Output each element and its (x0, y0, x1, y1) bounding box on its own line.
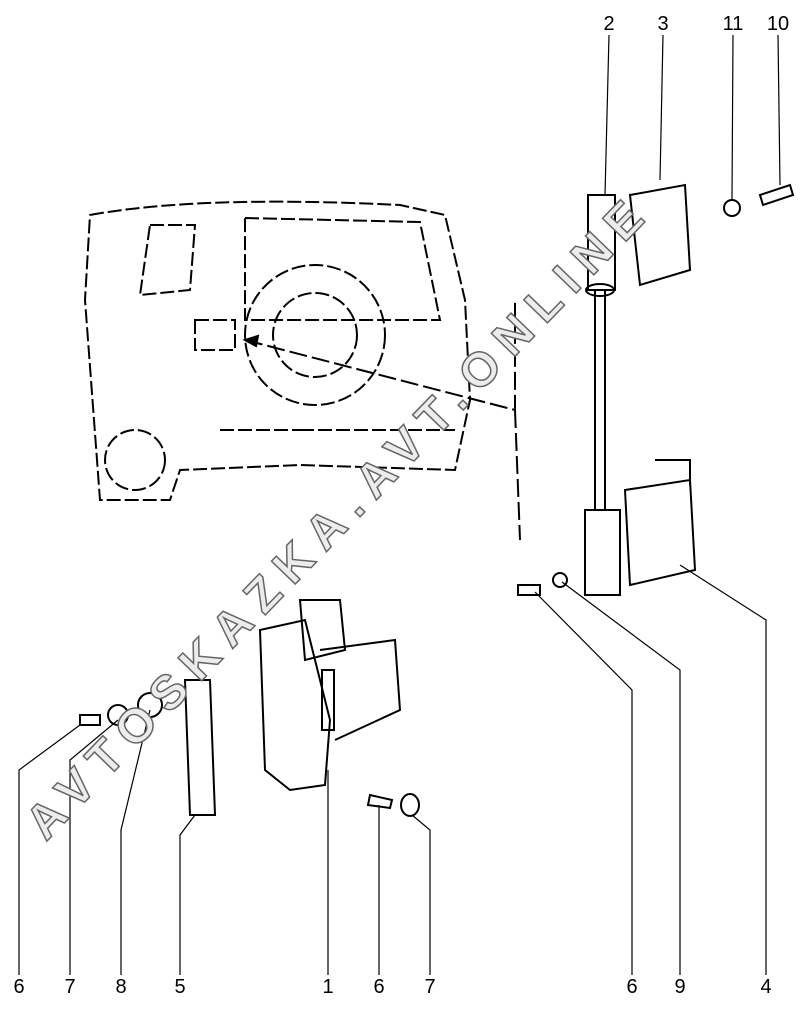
door-hinge-assembly (584, 183, 697, 596)
callout-4: 4 (760, 976, 772, 998)
callout-9: 9 (674, 976, 686, 998)
hinge-1 (258, 599, 402, 792)
callout-8: 8 (115, 976, 127, 998)
callout-3: 3 (657, 13, 669, 35)
leader-lines (18, 34, 781, 975)
pointer-arrow (242, 300, 521, 541)
callout-2: 2 (603, 13, 615, 35)
callout-6b: 6 (373, 976, 385, 998)
vehicle-rear-view (83, 200, 472, 501)
callout-1: 1 (322, 976, 334, 998)
callout-7b: 7 (424, 976, 436, 998)
callout-6c: 6 (626, 976, 638, 998)
callout-10: 10 (766, 13, 790, 35)
shim-plate-5 (183, 679, 217, 816)
callout-5: 5 (174, 976, 186, 998)
callout-7: 7 (64, 976, 76, 998)
callout-6: 6 (13, 976, 25, 998)
callout-11: 11 (722, 13, 744, 35)
